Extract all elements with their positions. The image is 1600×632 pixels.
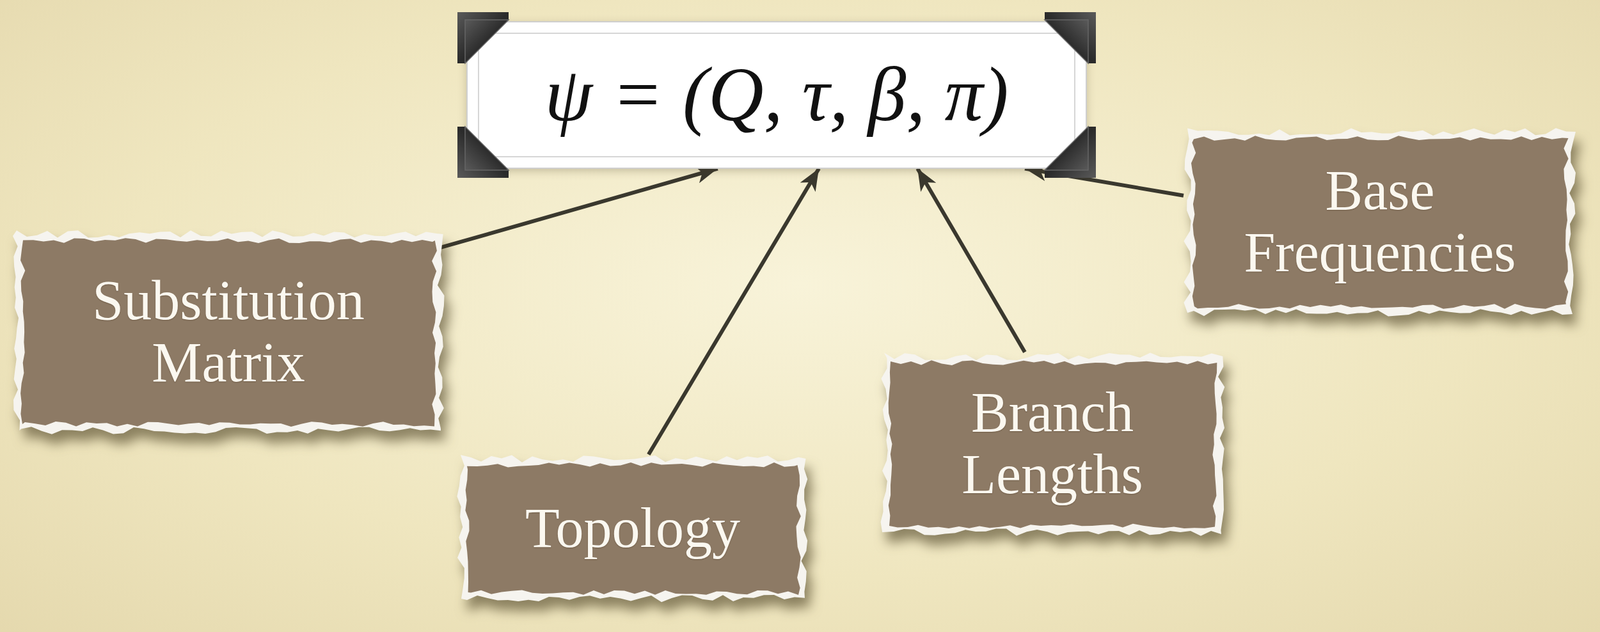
photo-corner	[457, 12, 509, 64]
arrow-connector	[437, 168, 718, 249]
formula-frame: ψ = (Q, τ, β, π)	[466, 21, 1087, 169]
torn-paper-label: Branch Lengths	[880, 352, 1226, 537]
torn-paper-label: Substitution Matrix	[12, 230, 445, 435]
torn-paper-label: Topology	[456, 454, 809, 603]
photo-corner	[1044, 126, 1096, 178]
torn-paper-label: Base Frequencies	[1183, 127, 1577, 317]
label-text: Branch Lengths	[905, 381, 1200, 507]
label-text: Base Frequencies	[1207, 159, 1553, 285]
photo-corner	[1044, 12, 1096, 64]
formula-text: ψ = (Q, τ, β, π)	[488, 52, 1065, 137]
photo-corner	[457, 126, 509, 178]
arrow-connector	[917, 168, 1025, 353]
label-text: Substitution Matrix	[49, 269, 408, 395]
arrow-connector	[648, 168, 819, 455]
label-text: Topology	[479, 497, 787, 560]
